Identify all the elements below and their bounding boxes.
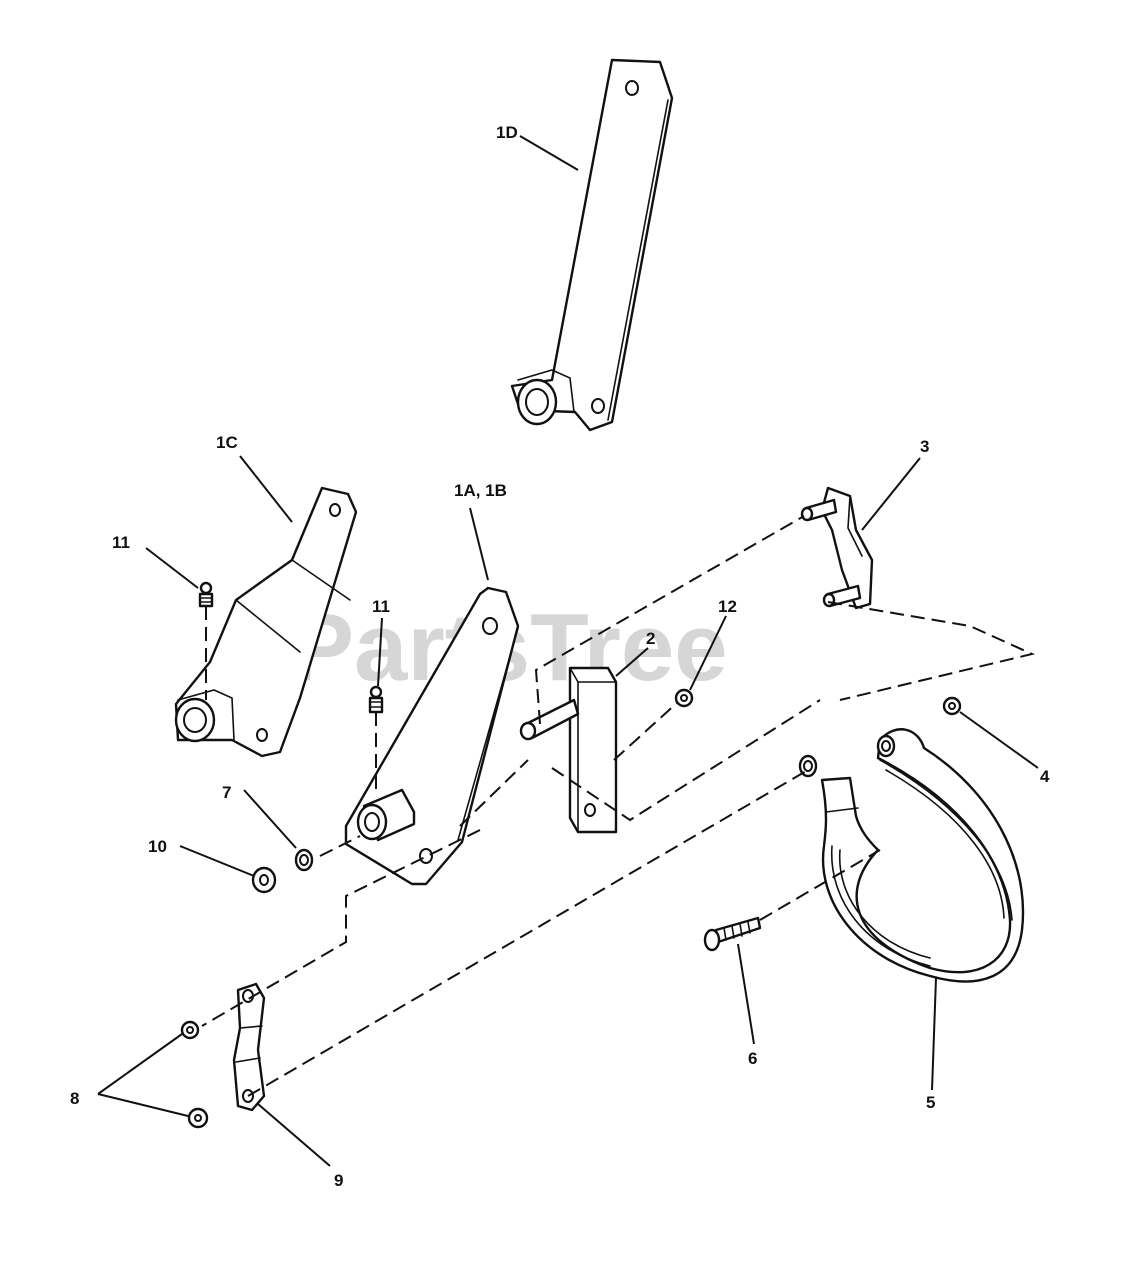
callout-8: 8 [70,1089,79,1108]
part-7-washer[interactable] [294,848,314,872]
part-1d-arm[interactable] [510,58,674,432]
callout-4: 4 [1040,767,1050,786]
callout-1d: 1D [496,123,518,142]
part-11-grease-fitting-center[interactable] [368,685,384,714]
part-6-bolt[interactable] [703,916,762,952]
callout-1c: 1C [216,433,238,452]
part-3-bracket[interactable] [800,486,874,610]
part-10-nut[interactable] [251,866,277,894]
callout-12: 12 [718,597,737,616]
part-1a-1b-plate[interactable] [344,586,520,886]
callout-7: 7 [222,783,231,802]
callout-9: 9 [334,1171,343,1190]
callout-labels: 1D 1C 11 1A, 1B 11 2 12 3 4 7 10 6 5 8 9 [70,123,1050,1190]
callout-2: 2 [646,629,655,648]
callout-11-left: 11 [112,533,130,552]
part-11-grease-fitting-left[interactable] [198,581,214,608]
part-5-brake-band[interactable] [798,728,1025,983]
callout-11-center: 11 [372,597,390,616]
part-9-link[interactable] [232,982,266,1112]
callout-6: 6 [748,1049,757,1068]
part-8-nut-lower[interactable] [187,1107,209,1129]
callout-5: 5 [926,1093,935,1112]
part-8-nut-upper[interactable] [180,1020,200,1040]
callout-3: 3 [920,437,929,456]
assembly-lines [201,515,1036,1097]
part-12-nut[interactable] [674,688,694,708]
part-2-pivot-block[interactable] [519,666,618,834]
callout-1a-1b: 1A, 1B [454,481,507,500]
callout-10: 10 [148,837,167,856]
leader-lines [97,135,1039,1167]
part-1c-arm[interactable] [174,486,358,758]
part-4-nut[interactable] [942,696,962,716]
